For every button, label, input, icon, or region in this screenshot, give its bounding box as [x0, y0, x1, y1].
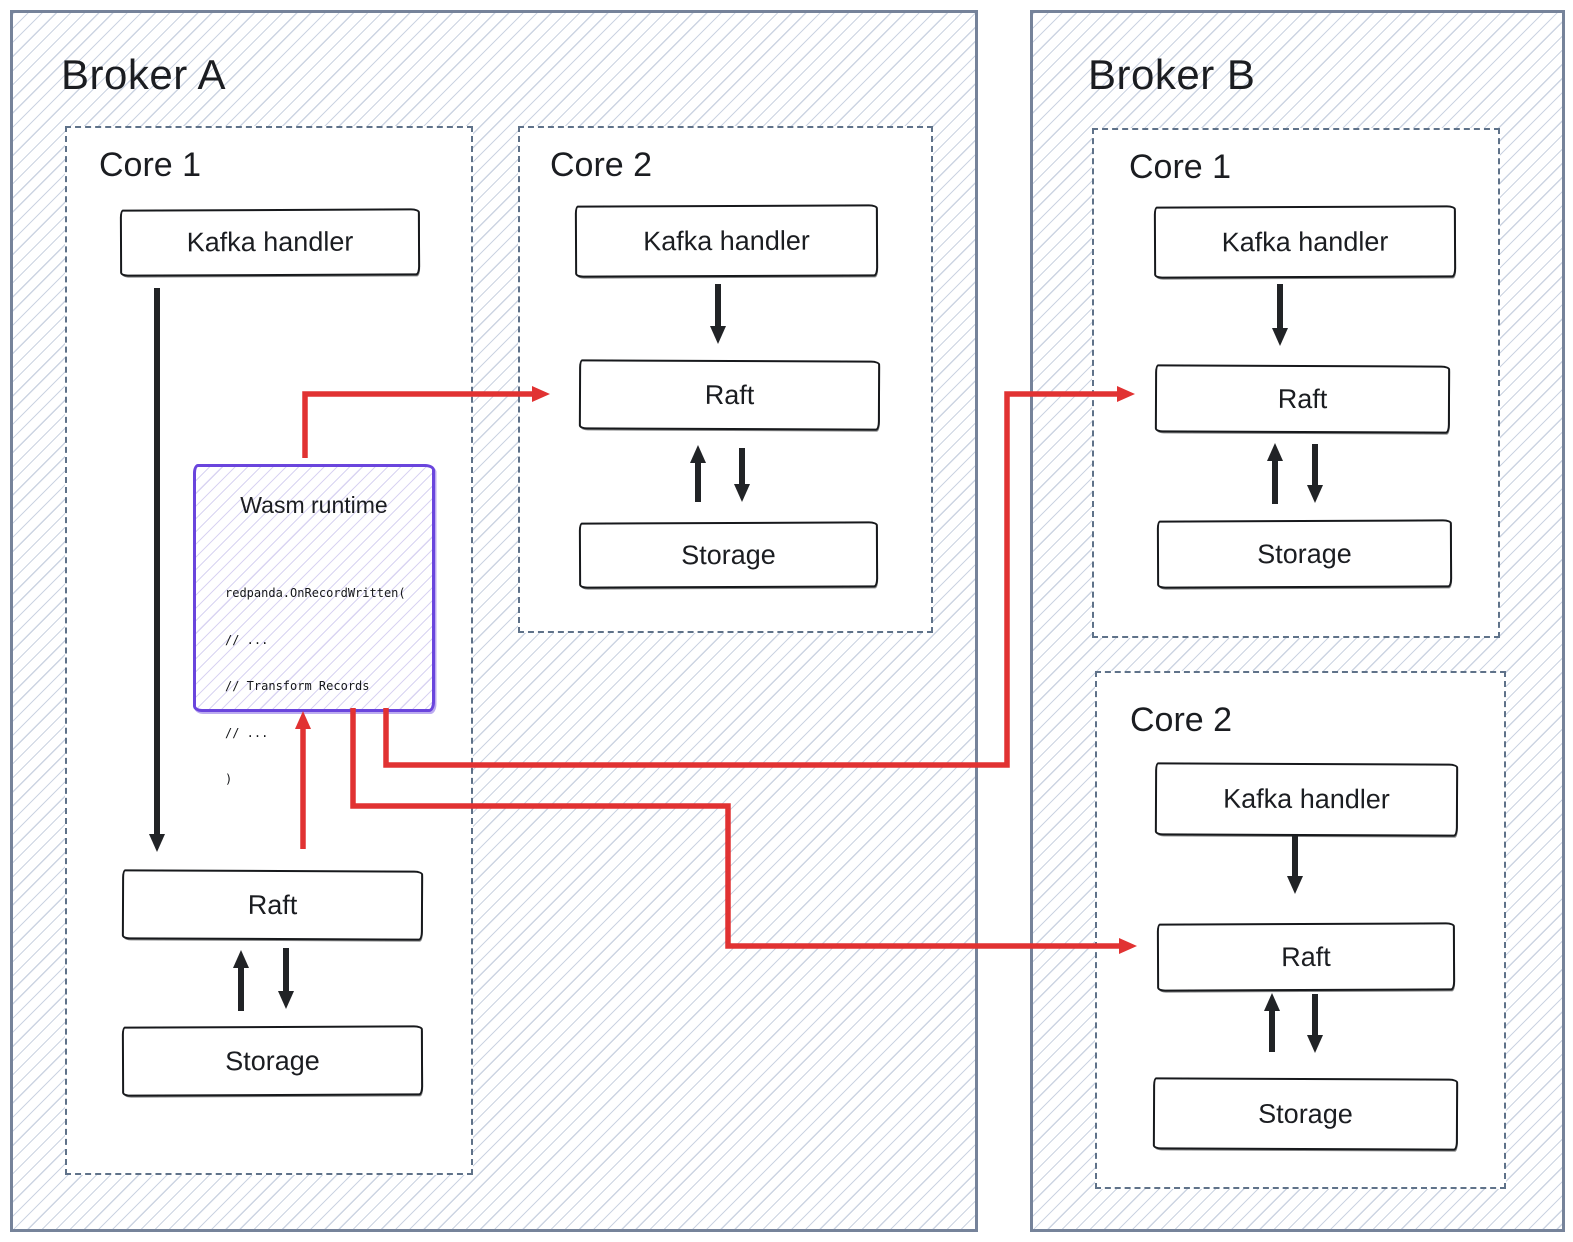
wasm-runtime-box: Wasm runtime redpanda.OnRecordWritten( /…	[193, 464, 435, 786]
wasm-code-line: // Transform Records	[225, 679, 370, 693]
wasm-code-line: // ...	[225, 725, 269, 740]
wasm-code-line: )	[225, 772, 233, 786]
kafka-handler-label: Kafka handler	[1221, 226, 1389, 257]
wasm-code-line: // ...	[225, 632, 269, 647]
core-2-label: Core 2	[550, 146, 653, 184]
wasm-runtime-title: Wasm runtime	[240, 492, 388, 518]
storage-box: Storage	[1156, 519, 1453, 589]
raft-label: Raft	[1277, 383, 1328, 414]
storage-box: Storage	[121, 1025, 424, 1097]
raft-label: Raft	[247, 889, 298, 920]
wasm-code-block: redpanda.OnRecordWritten( // ... // Tran…	[225, 555, 406, 819]
broker-b-core-1: Core 1 Kafka handler Raft Storage	[1092, 128, 1500, 638]
storage-box: Storage	[1152, 1077, 1459, 1151]
raft-label: Raft	[704, 379, 755, 410]
wasm-code-line: redpanda.OnRecordWritten(	[225, 586, 406, 600]
kafka-handler-label: Kafka handler	[186, 226, 354, 258]
storage-label: Storage	[1258, 1098, 1353, 1129]
raft-label: Raft	[1281, 941, 1331, 972]
raft-box: Raft	[1156, 922, 1456, 992]
raft-box: Raft	[1154, 364, 1451, 434]
broker-b-panel: Broker B Core 1 Kafka handler Raft Stora…	[1030, 10, 1565, 1232]
storage-label: Storage	[1257, 538, 1352, 569]
storage-box: Storage	[578, 521, 879, 589]
core-1-label: Core 1	[1129, 148, 1232, 186]
kafka-handler-label: Kafka handler	[643, 225, 810, 256]
broker-a-title: Broker A	[61, 51, 227, 98]
raft-box: Raft	[121, 869, 424, 941]
raft-box: Raft	[578, 359, 881, 431]
core-1-label: Core 1	[99, 146, 202, 184]
core-2-label: Core 2	[1130, 701, 1233, 739]
kafka-handler-box: Kafka handler	[119, 208, 421, 277]
broker-a-core-2: Core 2 Kafka handler Raft Storage	[518, 126, 933, 633]
kafka-handler-box: Kafka handler	[1153, 205, 1457, 279]
broker-a-panel: Broker A Core 1 Kafka handler Wasm runti…	[10, 10, 978, 1232]
broker-a-core-1: Core 1 Kafka handler Wasm runtime redpan…	[65, 126, 473, 1175]
kafka-handler-box: Kafka handler	[1154, 762, 1459, 837]
broker-b-core-2: Core 2 Kafka handler Raft Storage	[1095, 671, 1506, 1189]
storage-label: Storage	[681, 539, 776, 570]
broker-b-title: Broker B	[1088, 51, 1256, 98]
storage-label: Storage	[225, 1045, 320, 1076]
kafka-handler-box: Kafka handler	[574, 204, 879, 278]
kafka-handler-label: Kafka handler	[1223, 783, 1390, 815]
